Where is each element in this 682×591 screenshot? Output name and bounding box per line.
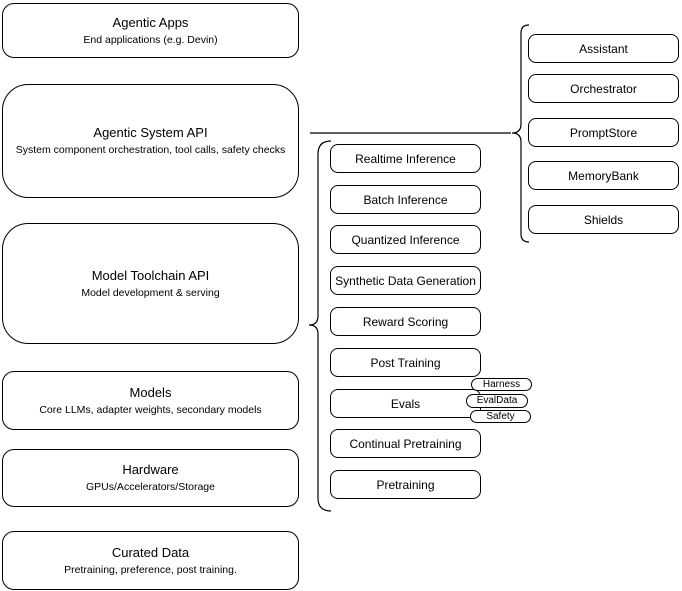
layer-box-hardware: Hardware GPUs/Accelerators/Storage [2, 449, 299, 507]
node-post-training: Post Training [330, 348, 481, 377]
pill-harness: Harness [471, 378, 532, 391]
node-pretraining: Pretraining [330, 470, 481, 499]
node-shields: Shields [528, 205, 679, 234]
layer-subtitle: Pretraining, preference, post training. [64, 563, 237, 576]
pill-safety: Safety [470, 410, 531, 423]
node-realtime-inference: Realtime Inference [330, 144, 481, 173]
layer-title: Models [129, 384, 172, 400]
layer-title: Hardware [122, 462, 179, 477]
layer-subtitle: Core LLMs, adapter weights, secondary mo… [39, 403, 262, 416]
node-synthetic-data-generation: Synthetic Data Generation [330, 266, 481, 295]
layer-title: Curated Data [111, 544, 190, 560]
node-batch-inference: Batch Inference [330, 185, 481, 214]
layer-title: Model Toolchain API [91, 267, 210, 283]
node-evals: Evals [330, 389, 481, 418]
node-memorybank: MemoryBank [528, 161, 679, 190]
layer-box-models: Models Core LLMs, adapter weights, secon… [2, 371, 299, 430]
layer-title: Agentic System API [93, 125, 208, 140]
layer-box-agentic-apps: Agentic Apps End applications (e.g. Devi… [2, 3, 299, 58]
layer-box-agentic-system-api: Agentic System API System component orch… [2, 84, 299, 198]
node-reward-scoring: Reward Scoring [330, 307, 481, 336]
layer-box-model-toolchain-api: Model Toolchain API Model development & … [2, 223, 299, 344]
layer-subtitle: Model development & serving [81, 286, 220, 299]
layer-title: Agentic Apps [112, 14, 189, 30]
layer-subtitle: GPUs/Accelerators/Storage [86, 481, 215, 493]
brace-system-components [511, 24, 530, 243]
node-orchestrator: Orchestrator [528, 74, 679, 103]
layer-subtitle: End applications (e.g. Devin) [83, 33, 218, 46]
node-continual-pretraining: Continual Pretraining [330, 429, 481, 458]
pill-evaldata: EvalData [466, 394, 528, 408]
node-quantized-inference: Quantized Inference [330, 225, 481, 254]
layer-box-curated-data: Curated Data Pretraining, preference, po… [2, 531, 299, 590]
layer-subtitle: System component orchestration, tool cal… [15, 144, 286, 156]
brace-toolchain-services [308, 140, 332, 512]
node-assistant: Assistant [528, 34, 679, 63]
node-promptstore: PromptStore [528, 118, 679, 147]
